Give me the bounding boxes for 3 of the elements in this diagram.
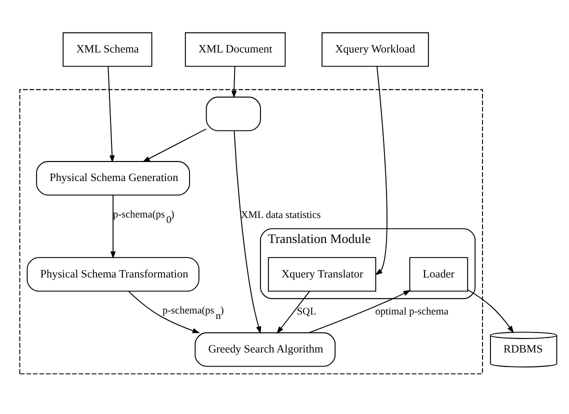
edge-label: optimal p-schema bbox=[375, 306, 448, 318]
edge-label: SQL bbox=[296, 306, 316, 318]
edge-label: XML data statistics bbox=[240, 210, 321, 222]
